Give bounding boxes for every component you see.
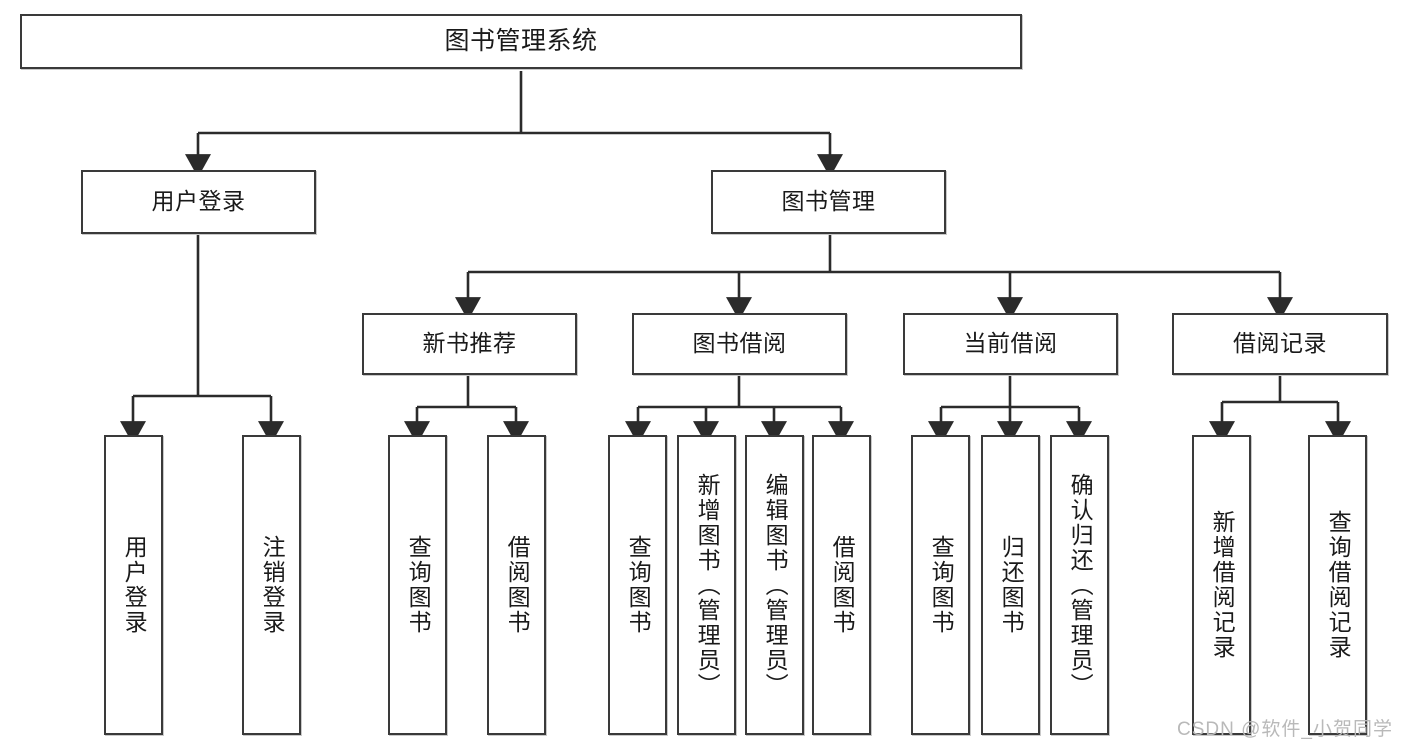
node-leaf-query-record-label: 查询借阅记录 [1325,510,1352,660]
node-leaf-borrow-book-1[interactable]: 借阅图书 [487,435,546,735]
node-borrow-record[interactable]: 借阅记录 [1172,313,1388,375]
node-book-management[interactable]: 图书管理 [711,170,946,234]
node-leaf-logout-login[interactable]: 注销登录 [242,435,301,735]
node-new-book-recommend-label: 新书推荐 [422,330,517,357]
node-book-borrow[interactable]: 图书借阅 [632,313,847,375]
node-leaf-query-book-3-label: 查询图书 [928,535,955,635]
node-leaf-borrow-book-2-label: 借阅图书 [829,535,856,635]
node-current-borrow[interactable]: 当前借阅 [903,313,1118,375]
node-leaf-query-book-3[interactable]: 查询图书 [911,435,970,735]
node-leaf-add-record-label: 新增借阅记录 [1209,510,1236,660]
node-current-borrow-label: 当前借阅 [963,330,1058,357]
node-leaf-confirm-return[interactable]: 确认归还（管理员） [1050,435,1109,735]
node-leaf-return-book[interactable]: 归还图书 [981,435,1040,735]
node-leaf-query-book-2[interactable]: 查询图书 [608,435,667,735]
node-leaf-query-book-1[interactable]: 查询图书 [388,435,447,735]
node-leaf-add-record[interactable]: 新增借阅记录 [1192,435,1251,735]
node-user-login[interactable]: 用户登录 [81,170,316,234]
node-leaf-logout-login-label: 注销登录 [259,535,286,635]
node-leaf-borrow-book-2[interactable]: 借阅图书 [812,435,871,735]
node-leaf-add-book[interactable]: 新增图书（管理员） [677,435,736,735]
node-borrow-record-label: 借阅记录 [1233,330,1327,357]
node-root-label: 图书管理系统 [444,26,598,55]
node-new-book-recommend[interactable]: 新书推荐 [362,313,577,375]
node-leaf-return-book-label: 归还图书 [998,535,1025,635]
node-leaf-query-book-2-label: 查询图书 [625,535,652,635]
node-leaf-edit-book[interactable]: 编辑图书（管理员） [745,435,804,735]
node-leaf-user-login[interactable]: 用户登录 [104,435,163,735]
node-leaf-confirm-return-label: 确认归还（管理员） [1067,472,1094,698]
watermark: CSDN @软件_小贺同学 [1177,719,1393,740]
node-book-borrow-label: 图书借阅 [692,330,787,357]
node-leaf-add-book-label: 新增图书（管理员） [694,472,721,698]
node-leaf-query-book-1-label: 查询图书 [405,535,432,635]
node-root[interactable]: 图书管理系统 [20,14,1022,69]
node-user-login-label: 用户登录 [151,188,246,215]
node-leaf-borrow-book-1-label: 借阅图书 [504,535,531,635]
node-leaf-user-login-label: 用户登录 [121,535,148,635]
node-book-management-label: 图书管理 [781,188,876,215]
node-leaf-query-record[interactable]: 查询借阅记录 [1308,435,1367,735]
node-leaf-edit-book-label: 编辑图书（管理员） [762,472,789,698]
